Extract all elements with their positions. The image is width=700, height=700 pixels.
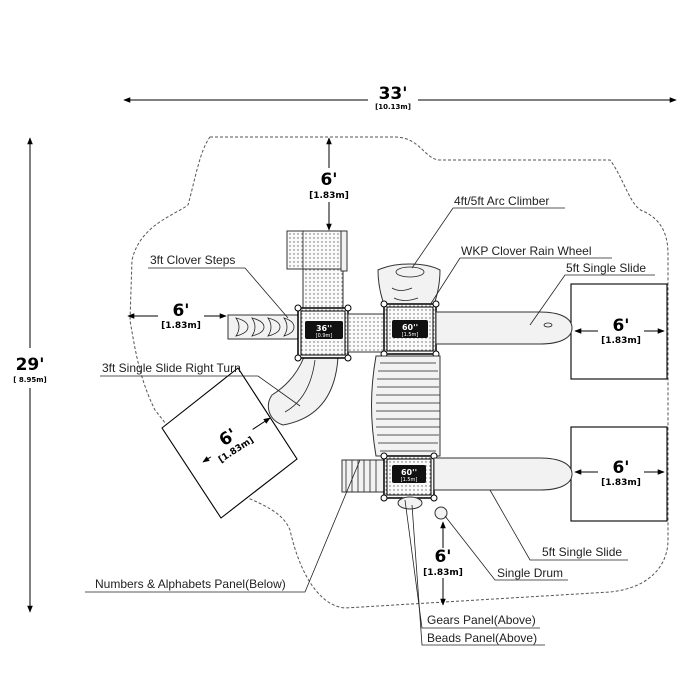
clearance-top-ft: 6' (320, 170, 337, 190)
clearance-left: 6' [1.83m] (127, 301, 227, 332)
callout-arc-climber: 4ft/5ft Arc Climber (411, 194, 565, 269)
crawl-tube (371, 355, 441, 457)
bottom-single-slide (433, 457, 573, 491)
deck-60-bottom-height: 60'' (401, 468, 417, 477)
callout-single-drum: Single Drum (444, 515, 568, 581)
clearance-top-m: [1.83m] (309, 191, 349, 201)
callout-single-slide-top-text: 5ft Single Slide (566, 261, 646, 275)
clearance-bottom-m: [1.83m] (423, 568, 463, 578)
top-single-slide (435, 311, 573, 345)
deck-60-bottom: 60'' [1.5m] (380, 452, 438, 502)
callout-beads-panel-text: Beads Panel(Above) (427, 631, 537, 645)
clearance-top-slide-ft: 6' (612, 316, 629, 336)
deck-connector (347, 313, 385, 353)
clearance-bottom-slide-m: [1.83m] (601, 478, 641, 488)
clearance-bottom-ft: 6' (434, 547, 451, 567)
clearance-top-slide-m: [1.83m] (601, 336, 641, 346)
callout-single-slide-top: 5ft Single Slide (529, 261, 655, 326)
deck-60-top: 60'' [1.5m] (380, 300, 440, 358)
callout-arc-climber-text: 4ft/5ft Arc Climber (454, 194, 549, 208)
deck-36-metric: [0.9m] (316, 333, 333, 339)
clearance-left-m: [1.83m] (161, 321, 201, 331)
callout-gears-panel: Gears Panel(Above) (404, 499, 540, 629)
callout-single-slide-bottom: 5ft Single Slide (489, 489, 628, 561)
clearance-top-slide: 6' [1.83m] (574, 316, 665, 346)
single-drum-shape (434, 506, 448, 520)
clearance-top: 6' [1.83m] (306, 137, 350, 231)
callout-clover-steps: 3ft Clover Steps (148, 253, 289, 319)
callout-numbers-panel-text: Numbers & Alphabets Panel(Below) (95, 577, 286, 591)
overall-depth-ft: 29' (16, 355, 45, 375)
overall-depth-dimension: 29' [ 8.95m] (8, 137, 52, 613)
callout-rain-wheel: WKP Clover Rain Wheel (429, 244, 612, 306)
clearance-bottom-slide: 6' [1.83m] (574, 458, 665, 488)
overall-width-ft: 33' (379, 84, 408, 104)
overall-width-dimension: 33' [10.13m] (123, 84, 677, 112)
callout-gears-panel-text: Gears Panel(Above) (427, 613, 536, 627)
lower-ladder (341, 459, 387, 493)
callout-single-slide-bottom-text: 5ft Single Slide (542, 545, 622, 559)
callout-beads-panel: Beads Panel(Above) (411, 504, 545, 646)
overall-width-m: [10.13m] (375, 103, 411, 111)
deck-36: 36'' [0.9m] (294, 304, 352, 362)
turn-slide (267, 356, 339, 426)
callout-numbers-panel: Numbers & Alphabets Panel(Below) (85, 459, 361, 593)
deck-36-height: 36'' (316, 324, 332, 333)
clover-steps (227, 314, 299, 340)
callout-clover-steps-text: 3ft Clover Steps (150, 253, 235, 267)
overall-depth-m: [ 8.95m] (13, 376, 46, 384)
callout-slide-right-turn: 3ft Single Slide Right Turn (100, 361, 301, 407)
upper-tower-block (286, 230, 348, 310)
clearance-bottom: 6' [1.83m] (420, 521, 466, 606)
callout-slide-right-turn-text: 3ft Single Slide Right Turn (102, 361, 241, 375)
deck-60-top-height: 60'' (402, 323, 418, 332)
callout-single-drum-text: Single Drum (497, 566, 563, 580)
callout-rain-wheel-text: WKP Clover Rain Wheel (461, 244, 592, 258)
gears-panel-shape (397, 496, 423, 510)
clearance-bottom-slide-ft: 6' (612, 458, 629, 478)
deck-60-bottom-metric: [1.5m] (401, 477, 418, 483)
clearance-left-ft: 6' (172, 301, 189, 321)
deck-60-top-metric: [1.5m] (402, 332, 419, 338)
arc-climber (377, 263, 441, 311)
